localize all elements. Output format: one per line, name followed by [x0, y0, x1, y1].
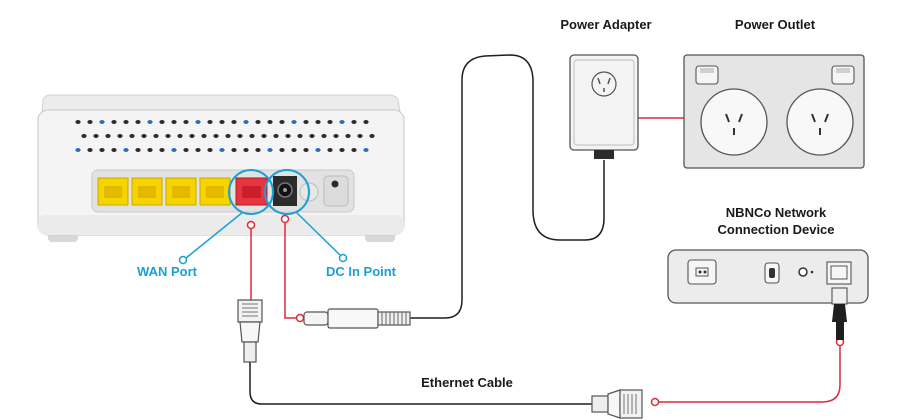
- vent-holes: [75, 120, 375, 152]
- power-outlet-icon: [683, 54, 865, 169]
- dc-plug-icon: [303, 308, 411, 329]
- dc-jack-icon: [273, 176, 297, 206]
- nbn-device-label-line1: NBNCo Network: [726, 205, 827, 220]
- ethernet-cable-label: Ethernet Cable: [421, 375, 513, 390]
- power-adapter-label: Power Adapter: [560, 17, 651, 32]
- ethernet-plug-icon: [237, 299, 263, 363]
- wan-port-icon: [235, 177, 268, 206]
- dc-in-point-label: DC In Point: [326, 264, 397, 279]
- power-outlet-label: Power Outlet: [735, 17, 816, 32]
- lan-ports: [97, 177, 231, 206]
- power-adapter-icon: [569, 54, 639, 159]
- callout-lines: [178, 211, 348, 265]
- wan-port-label: WAN Port: [137, 264, 198, 279]
- cables: [249, 54, 605, 405]
- ethernet-plug-horizontal-icon: [591, 389, 643, 419]
- nbn-device-icon: [667, 249, 869, 340]
- nbn-device-label-line2: Connection Device: [717, 222, 834, 237]
- router-icon: [37, 94, 405, 242]
